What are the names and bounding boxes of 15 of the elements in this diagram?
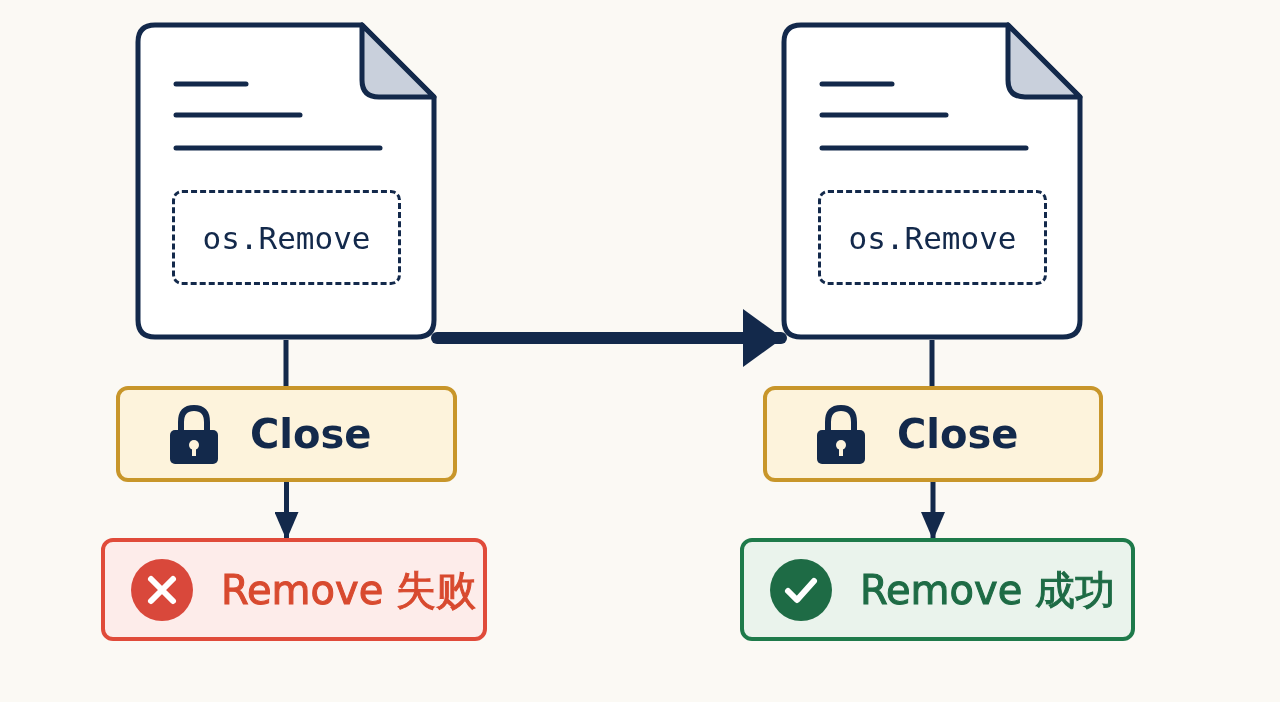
box-label: Close [250,411,372,457]
arrow [921,482,945,540]
arrow [274,482,299,540]
box-label: Close [897,411,1019,457]
result-box [740,538,1135,641]
result-box [101,538,487,641]
connector-line [283,340,289,386]
arrow [431,309,787,367]
close-box [763,386,1103,482]
code-box: os.Remove [818,190,1047,285]
connector-line [929,340,935,386]
result-label: Remove 成功 [860,565,1116,614]
code-box: os.Remove [172,190,401,285]
result-label: Remove 失败 [221,565,477,614]
close-box [116,386,457,482]
